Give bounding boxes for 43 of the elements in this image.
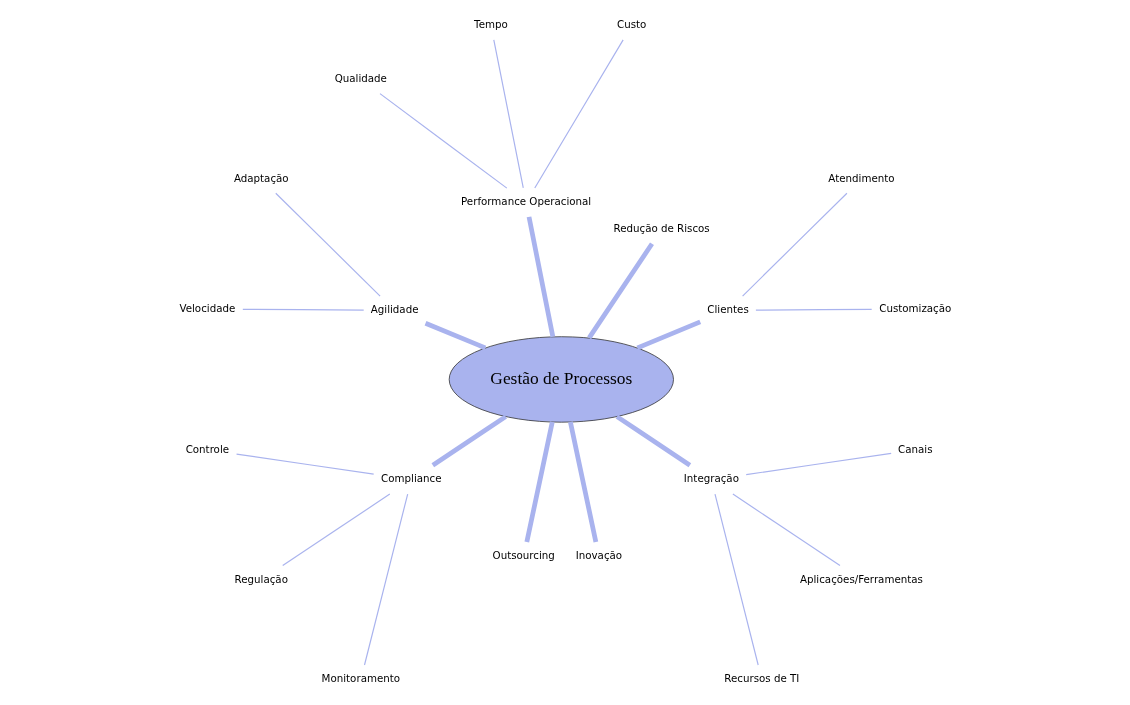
node-text: Custo [616,18,646,31]
node-ellipse: Gestão de Processos [448,336,674,423]
connector [431,414,507,468]
connector [731,493,841,567]
connector [524,421,555,543]
node-text: Customização [878,301,951,314]
node-text: Recursos de TI [723,672,799,685]
node-text: Regulação [234,572,288,585]
node-text: Adaptação [233,171,289,184]
connector [741,192,847,297]
node-text: Aplicações/Ferramentas [799,572,923,585]
node-text: Atendimento [827,171,895,184]
connector [526,216,555,338]
connector [567,421,598,543]
node-text: Integração [683,472,739,485]
connector [745,452,892,476]
connector [533,39,624,189]
node-text: Monitoramento [321,672,400,685]
node-text: Agilidade [370,303,418,316]
connector [615,414,691,468]
connector [754,308,872,311]
connector [281,493,390,567]
connector [424,321,486,351]
connector [635,319,701,351]
connector [713,493,759,666]
node-text: Clientes [706,303,749,316]
node-text: Canais [897,442,933,455]
connector [274,192,381,297]
node-text: Compliance [380,472,442,485]
node-text: Velocidade [178,301,235,314]
connector [363,493,408,666]
node-text: Redução de Riscos [613,222,710,235]
node-text: Qualidade [334,72,387,85]
node-text: Inovação [575,549,622,562]
node-text: Performance Operacional [460,195,591,208]
node-text: Controle [185,442,229,455]
connector [241,308,364,311]
connector [492,39,524,189]
connector [586,242,654,340]
node-text: Tempo [473,18,508,31]
connector [235,453,374,475]
connector [378,93,507,189]
node-text: Outsourcing [492,549,555,562]
